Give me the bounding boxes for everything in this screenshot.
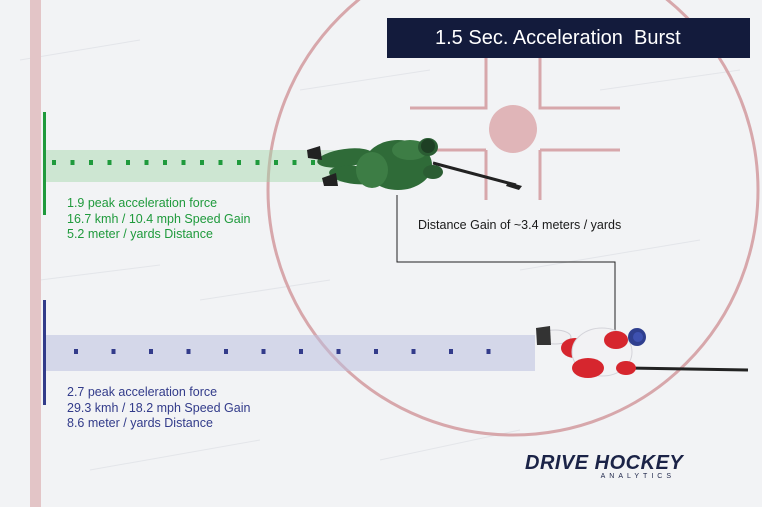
blue-track-dot xyxy=(186,349,191,354)
blue-track-dots xyxy=(74,349,491,354)
blue-track-dot xyxy=(411,349,416,354)
blue-start-line xyxy=(43,300,46,405)
blue-track-band xyxy=(45,335,535,371)
title-banner: 1.5 Sec. Acceleration Burst xyxy=(387,18,750,58)
green-track-dot xyxy=(52,160,56,165)
blue-track-dot xyxy=(111,349,116,354)
blue-track-dot xyxy=(74,349,78,354)
blue-stat-force: 2.7 peak acceleration force xyxy=(67,385,218,399)
green-player-stats: 1.9 peak acceleration force 16.7 kmh / 1… xyxy=(67,196,250,243)
blue-track-dot xyxy=(336,349,341,354)
green-track-dot xyxy=(200,160,204,165)
blue-stat-distance: 8.6 meter / yards Distance xyxy=(67,416,213,430)
blue-track-dot xyxy=(374,349,378,354)
green-track-dot xyxy=(237,160,241,165)
green-stat-force: 1.9 peak acceleration force xyxy=(67,196,218,210)
green-track-dot xyxy=(144,160,149,165)
faceoff-circle xyxy=(266,0,760,437)
green-track-dot xyxy=(163,160,167,165)
green-track-band xyxy=(45,150,355,182)
logo-subtitle: ANALYTICS xyxy=(600,473,675,480)
green-track-dot xyxy=(89,160,93,165)
green-track-dot xyxy=(126,160,130,165)
green-track-dot xyxy=(311,160,315,165)
drive-hockey-logo: DRIVE HOCKEY ANALYTICS xyxy=(525,452,715,480)
green-track-dots xyxy=(52,160,334,165)
distance-gain-bracket xyxy=(396,195,616,330)
blue-track-dot xyxy=(149,349,153,354)
ice-surface xyxy=(19,39,741,471)
green-player xyxy=(307,138,522,190)
green-start-line xyxy=(43,112,46,215)
blue-stat-speed: 29.3 kmh / 18.2 mph Speed Gain xyxy=(67,400,251,415)
green-track-dot xyxy=(181,160,186,165)
blue-track-dot xyxy=(261,349,266,354)
green-track-dot xyxy=(292,160,297,165)
blue-track-dot xyxy=(486,349,491,354)
green-track-dot xyxy=(255,160,260,165)
green-track-dot xyxy=(107,160,112,165)
green-stat-distance: 5.2 meter / yards Distance xyxy=(67,227,213,241)
blue-track-dot xyxy=(224,349,228,354)
green-track-dot xyxy=(274,160,278,165)
blue-player-stats: 2.7 peak acceleration force 29.3 kmh / 1… xyxy=(67,385,250,432)
distance-gain-label: Distance Gain of ~3.4 meters / yards xyxy=(418,218,622,232)
rink-vertical-line xyxy=(30,0,41,507)
logo-wordmark: DRIVE HOCKEY xyxy=(525,452,684,474)
faceoff-dot xyxy=(489,105,537,153)
blue-track-dot xyxy=(449,349,453,354)
green-stat-speed: 16.7 kmh / 10.4 mph Speed Gain xyxy=(67,211,251,226)
blue-track-dot xyxy=(299,349,303,354)
green-track-dot xyxy=(218,160,223,165)
red-player xyxy=(536,326,749,378)
green-track-dot xyxy=(70,160,75,165)
